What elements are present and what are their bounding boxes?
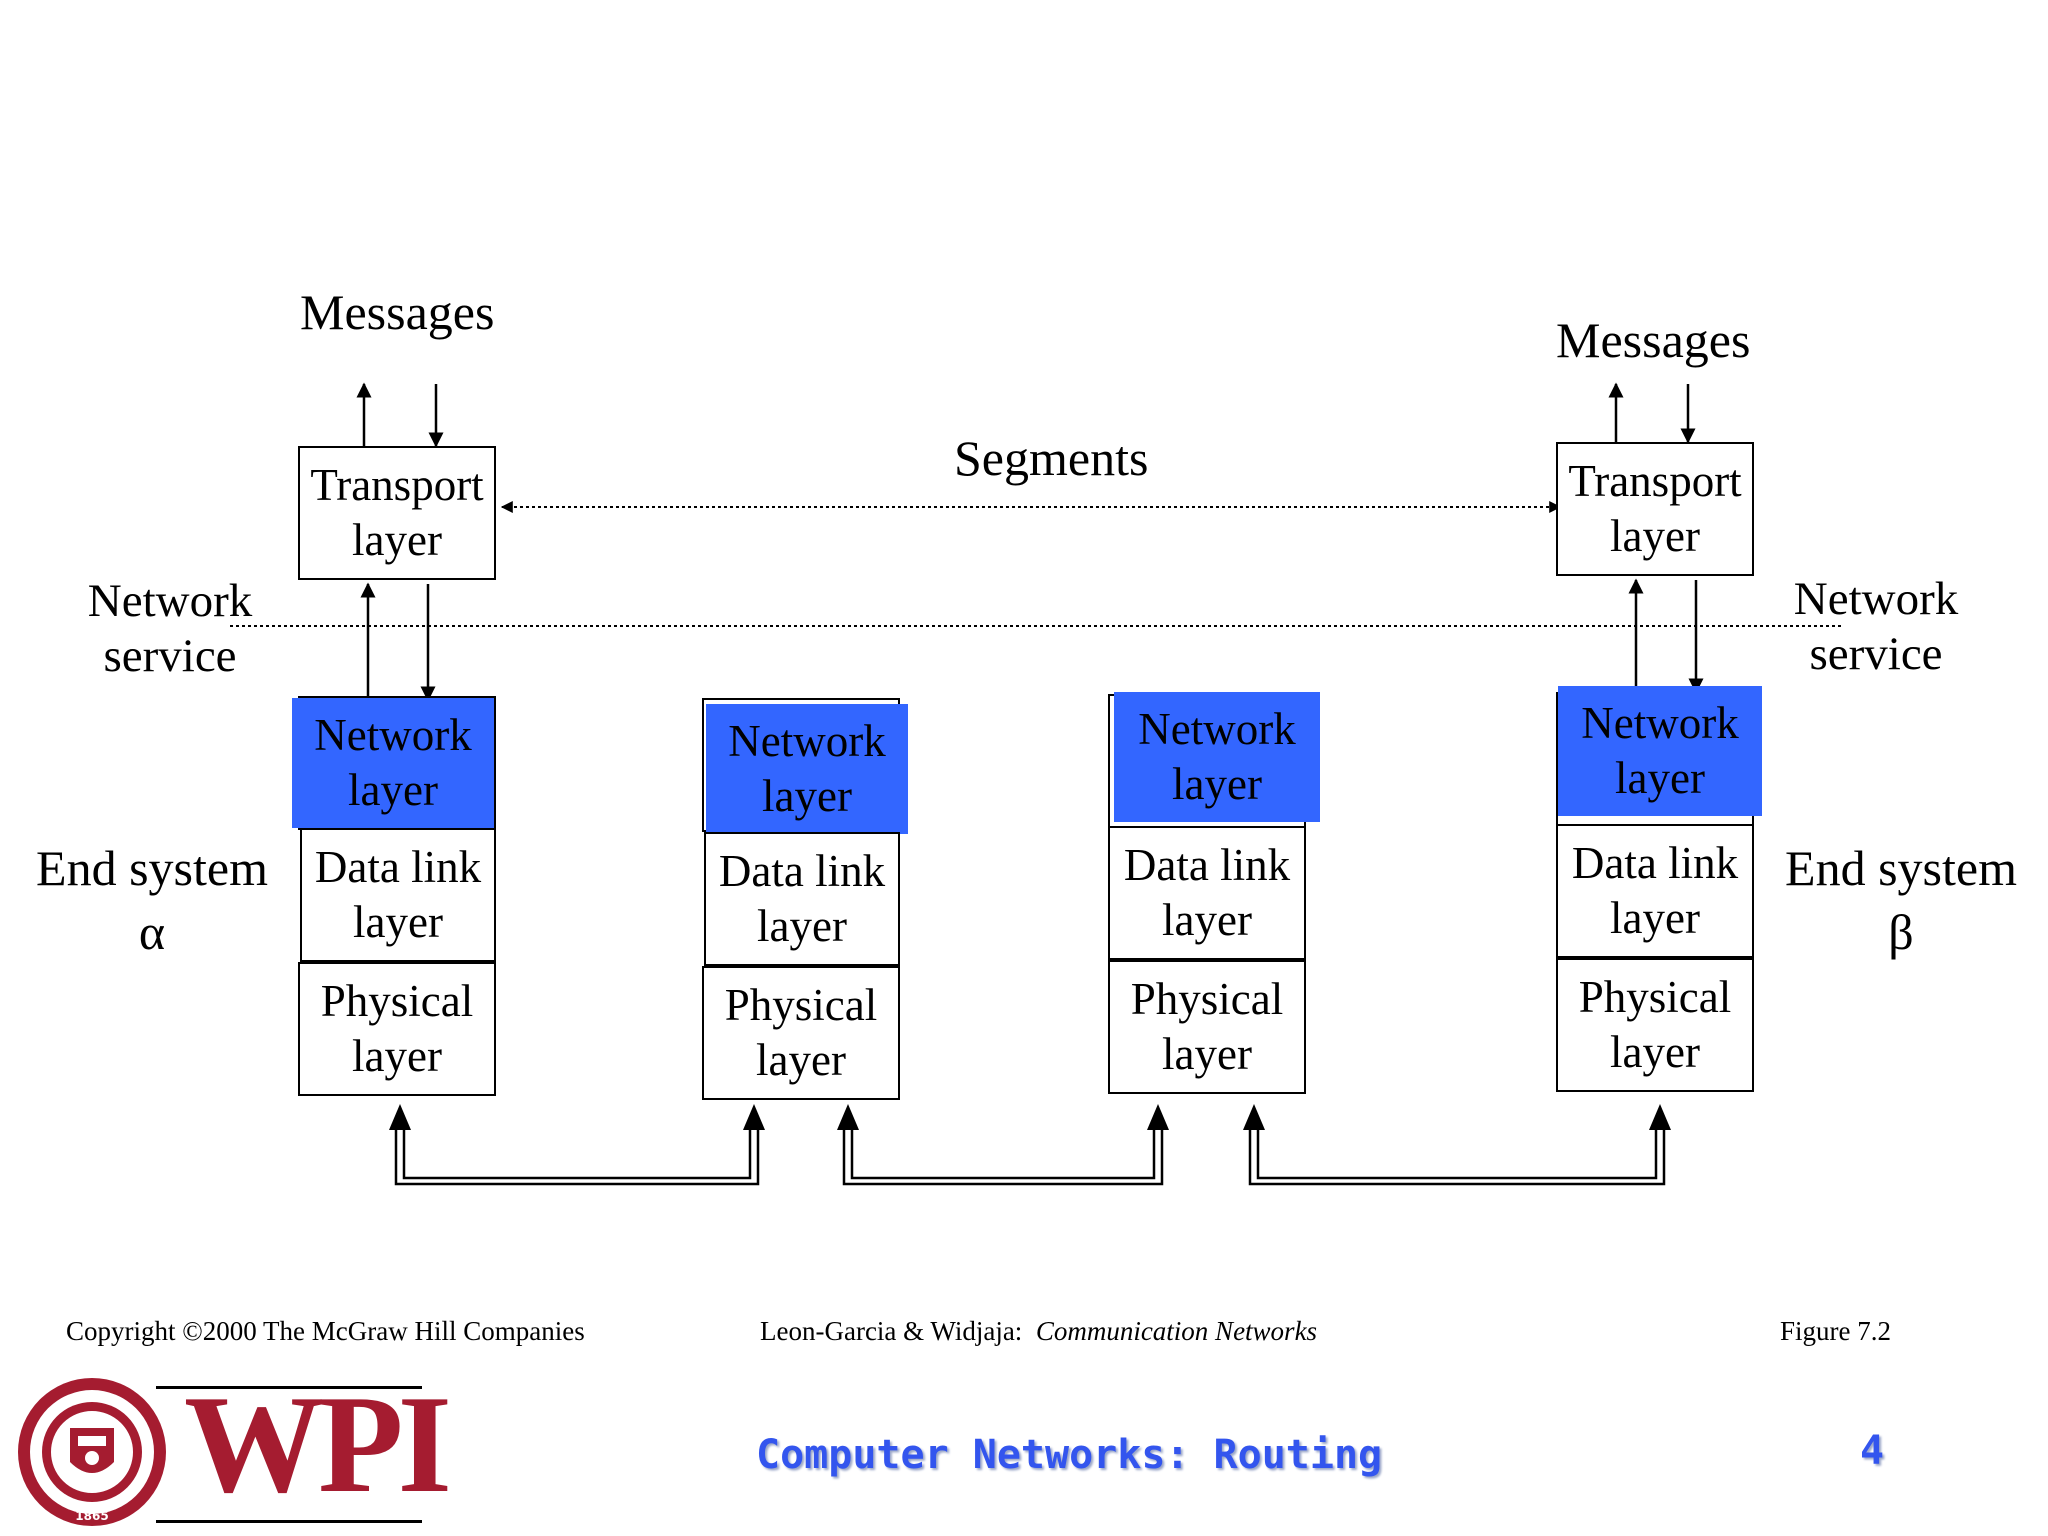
book-citation: Leon-Garcia & Widjaja: Communication Net…: [760, 1316, 1317, 1347]
physical-link-3: [1243, 1104, 1671, 1186]
figure-number: Figure 7.2: [1780, 1316, 1891, 1346]
wpi-logo: WORCESTER POLYTECHNIC INSTITUTE 1865 WPI: [11, 1366, 452, 1528]
book-title: Communication Networks: [1035, 1316, 1318, 1346]
physical-link-1: [389, 1104, 765, 1186]
messages-label-left: Messages: [300, 284, 495, 340]
slide-number: 4: [1860, 1428, 1885, 1474]
wpi-underline-bottom: [156, 1520, 422, 1523]
course-title: Computer Networks: Routing: [756, 1432, 1383, 1478]
copyright-text: Copyright ©2000 The McGraw Hill Companie…: [66, 1316, 585, 1346]
segments-label: Segments: [954, 430, 1149, 486]
authors-text: Leon-Garcia & Widjaja:: [760, 1316, 1023, 1346]
wpi-seal-icon: WORCESTER POLYTECHNIC INSTITUTE 1865: [11, 1366, 166, 1526]
seal-year: 1865: [75, 1509, 108, 1523]
wpi-logo-text: WPI: [184, 1367, 452, 1522]
wpi-underline: [156, 1386, 422, 1389]
physical-link-2: [837, 1104, 1169, 1186]
messages-label-right: Messages: [1556, 312, 1751, 368]
